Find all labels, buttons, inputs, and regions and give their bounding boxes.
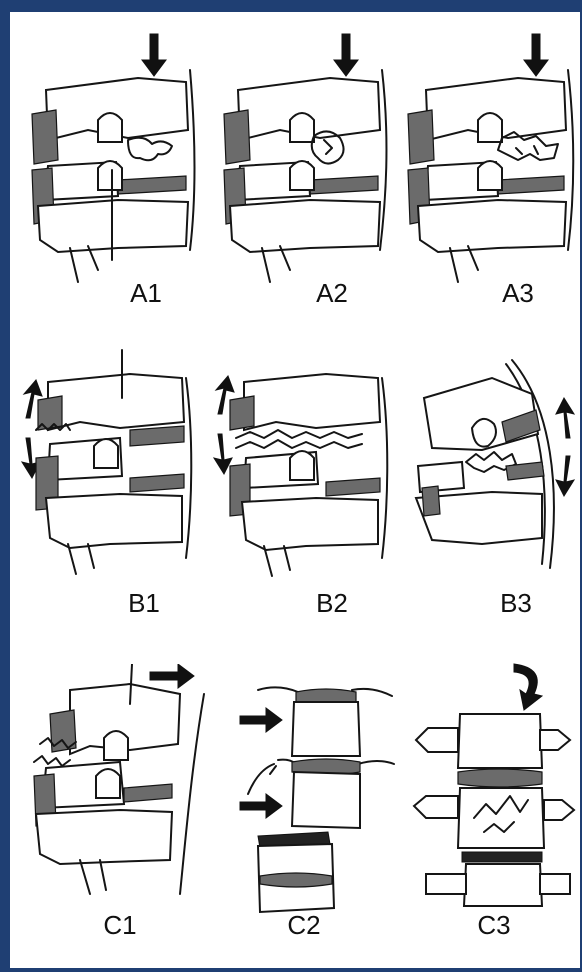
panel-label: B3 — [476, 588, 556, 619]
panel-label: C3 — [454, 910, 534, 941]
panel-label: B1 — [104, 588, 184, 619]
panel-b3-illustration — [402, 338, 580, 588]
panel-label: C2 — [264, 910, 344, 941]
panel-a2-illustration — [210, 20, 400, 290]
compression-arrow — [142, 34, 166, 76]
panel-c3-illustration — [410, 648, 580, 908]
figure-frame: A1 A2 A3 — [10, 12, 580, 968]
translation-arrow-lower — [240, 794, 282, 818]
compression-arrow — [524, 34, 548, 76]
distraction-arrow-down — [214, 434, 232, 474]
panel-c1-illustration — [20, 664, 216, 904]
panel-label: C1 — [80, 910, 160, 941]
rotation-arrow — [514, 664, 542, 710]
distraction-arrow-down — [556, 456, 574, 496]
panel-label: A1 — [106, 278, 186, 309]
compression-arrow — [334, 34, 358, 76]
panel-b1-illustration — [10, 338, 206, 588]
panel-label: B2 — [292, 588, 372, 619]
panel-label: A3 — [478, 278, 558, 309]
panel-label: A2 — [292, 278, 372, 309]
panel-b2-illustration — [206, 338, 402, 588]
shear-arrow-right — [150, 664, 194, 688]
translation-arrow-upper — [240, 708, 282, 732]
distraction-arrow-up — [556, 398, 574, 438]
panel-c2-illustration — [218, 676, 398, 916]
panel-a3-illustration — [398, 20, 578, 290]
panel-a1-illustration — [18, 20, 208, 290]
